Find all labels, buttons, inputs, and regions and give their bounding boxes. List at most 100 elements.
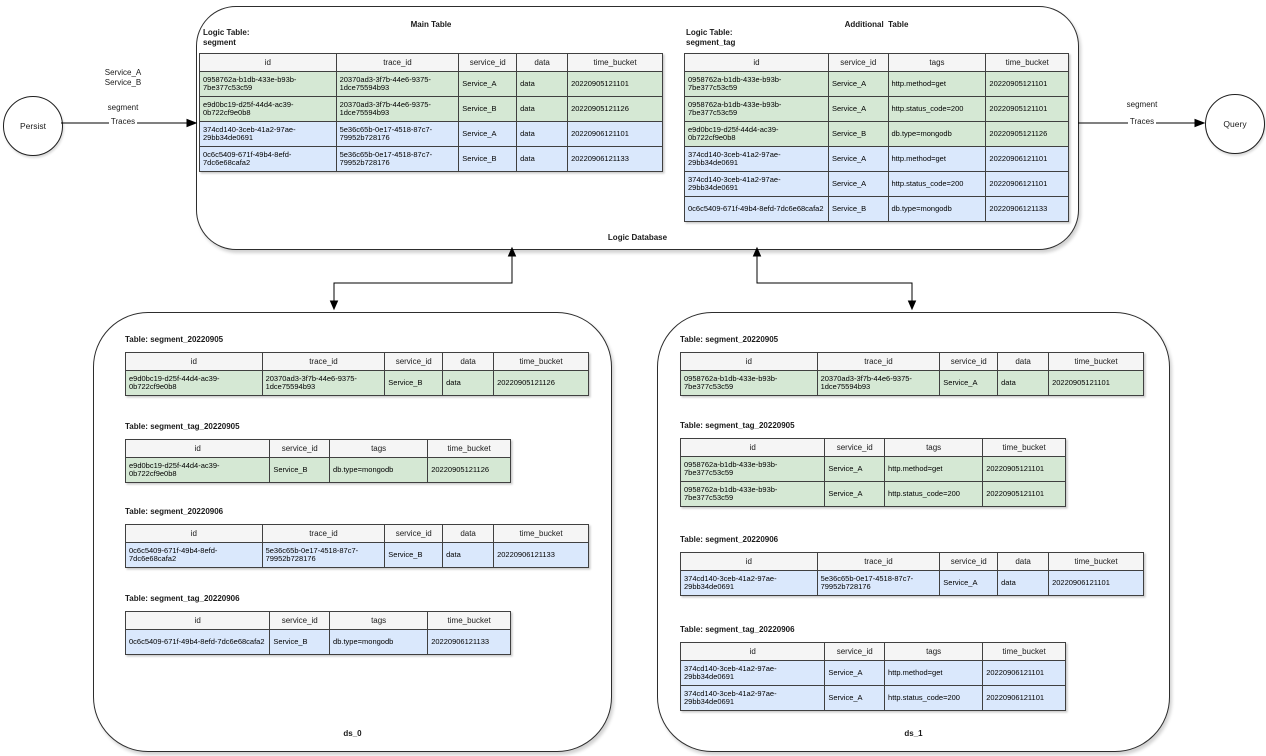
column-header: service_id [384, 352, 444, 371]
table-cell: data [442, 542, 495, 568]
table-cell: 0958762a-b1db-433e-b93b-7be377c53c59 [679, 481, 826, 507]
column-header: time_bucket [982, 438, 1066, 457]
table-cell: Service_B [828, 121, 889, 147]
table-cell: 374cd140-3ceb-41a2-97ae-29bb34de0691 [199, 121, 337, 147]
table-cell: 20220905121126 [567, 96, 663, 122]
table-cell: 0958762a-b1db-433e-b93b-7be377c53c59 [684, 96, 829, 122]
ds1-table4-title: Table: segment_tag_20220906 [680, 625, 795, 634]
column-header: time_bucket [493, 352, 589, 371]
column-header: time_bucket [493, 524, 589, 543]
table-cell: data [516, 146, 569, 172]
column-header: id [680, 352, 818, 371]
table-cell: 0958762a-b1db-433e-b93b-7be377c53c59 [680, 370, 818, 396]
table-cell: e9d0bc19-d25f-44d4-ac39-0b722cf9e0b8 [124, 457, 271, 483]
table-cell: 20370ad3-3f7b-44e6-9375-1dce75594b93 [335, 96, 460, 122]
table-cell: http.method=get [884, 660, 984, 686]
ds0-table3-title: Table: segment_20220906 [125, 507, 224, 516]
table-cell: 0c6c5409-671f-49b4-8efd-7dc6e68cafa2 [124, 629, 271, 655]
column-header: data [442, 524, 495, 543]
right-flow-entity: segment [1126, 100, 1158, 109]
column-header: service_id [824, 642, 886, 661]
table-cell: Service_A [828, 71, 889, 97]
additional-table-title: Additional Table [844, 20, 909, 29]
table-cell: e9d0bc19-d25f-44d4-ac39-0b722cf9e0b8 [125, 370, 263, 396]
column-header: data [997, 352, 1050, 371]
table-cell: 5e36c65b-0e17-4518-87c7-79952b728176 [335, 121, 460, 147]
table-cell: 20220905121101 [567, 71, 663, 97]
table-cell: Service_A [824, 660, 886, 686]
table-cell: Service_B [458, 96, 518, 122]
table-cell: Service_B [384, 370, 444, 396]
table-cell: Service_B [458, 146, 518, 172]
table-cell: data [516, 96, 569, 122]
column-header: id [124, 611, 271, 630]
table-cell: http.status_code=200 [884, 685, 984, 711]
table-cell: data [516, 121, 569, 147]
table-cell: Service_B [269, 629, 331, 655]
table-cell: 20370ad3-3f7b-44e6-9375-1dce75594b93 [335, 71, 460, 97]
column-header: tags [329, 439, 429, 458]
table-cell: db.type=mongodb [329, 457, 429, 483]
main-logic-table-label: Logic Table:segment [203, 28, 250, 47]
table-cell: e9d0bc19-d25f-44d4-ac39-0b722cf9e0b8 [684, 121, 829, 147]
table-cell: 20220905121101 [1048, 370, 1144, 396]
column-header: id [680, 552, 818, 571]
column-header: trace_id [335, 53, 460, 72]
table-cell: http.status_code=200 [884, 481, 984, 507]
ds1-table1-title: Table: segment_20220905 [680, 335, 779, 344]
column-header: data [442, 352, 495, 371]
logic-database-label: Logic Database [607, 233, 668, 242]
table-cell: Service_B [384, 542, 444, 568]
column-header: service_id [269, 611, 331, 630]
column-header: id [684, 53, 829, 72]
table-cell: 20220905121126 [427, 457, 511, 483]
column-header: time_bucket [1048, 552, 1144, 571]
ds1-table3-title: Table: segment_20220906 [680, 535, 779, 544]
column-header: id [679, 642, 826, 661]
left-flow-service-a: Service_A [104, 68, 142, 77]
column-header: tags [887, 53, 987, 72]
table-cell: 0c6c5409-671f-49b4-8efd-7dc6e68cafa2 [125, 542, 263, 568]
table-cell: http.method=get [887, 71, 987, 97]
ds1-label: ds_1 [904, 729, 923, 738]
table-cell: 5e36c65b-0e17-4518-87c7-79952b728176 [261, 542, 386, 568]
table-cell: Service_A [939, 370, 999, 396]
table-cell: 5e36c65b-0e17-4518-87c7-79952b728176 [816, 570, 941, 596]
column-header: tags [884, 438, 984, 457]
query-node: Query [1205, 94, 1265, 154]
table-cell: 374cd140-3ceb-41a2-97ae-29bb34de0691 [684, 146, 829, 172]
table-cell: 0c6c5409-671f-49b4-8efd-7dc6e68cafa2 [684, 196, 829, 222]
column-header: service_id [824, 438, 886, 457]
table-cell: data [997, 370, 1050, 396]
table-cell: db.type=mongodb [887, 196, 987, 222]
table-cell: 20370ad3-3f7b-44e6-9375-1dce75594b93 [261, 370, 386, 396]
table-cell: Service_A [824, 481, 886, 507]
main-table-title: Main Table [410, 20, 452, 29]
